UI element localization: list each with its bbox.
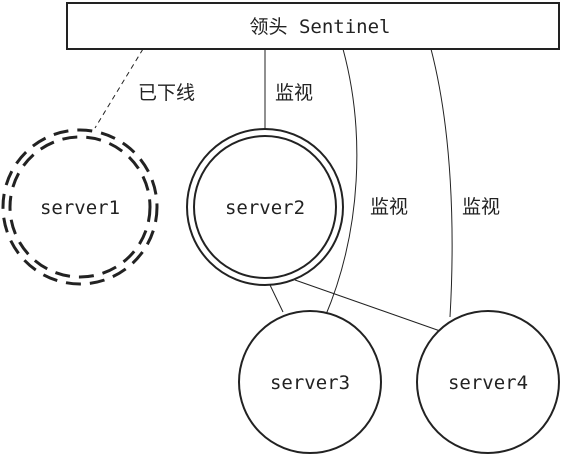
monitor-label-server4: 监视 <box>462 196 500 218</box>
monitor-label-server2: 监视 <box>275 82 313 104</box>
monitor-link-server4 <box>430 48 453 318</box>
server1-node: server1 <box>1 128 159 286</box>
monitor-link-server3 <box>324 48 358 318</box>
leader-sentinel-box: 领头 Sentinel <box>66 2 560 50</box>
server4-node: server4 <box>416 310 560 454</box>
offline-link <box>94 48 144 129</box>
server2-label: server2 <box>225 197 305 219</box>
server4-label: server4 <box>448 372 528 394</box>
server2-node: server2 <box>186 128 344 286</box>
offline-label: 已下线 <box>138 82 195 104</box>
server3-node: server3 <box>238 310 382 454</box>
leader-sentinel-label: 领头 Sentinel <box>250 16 391 38</box>
server3-label: server3 <box>270 372 350 394</box>
replication-link-server4 <box>294 279 444 333</box>
replication-link-server3 <box>269 284 284 313</box>
server1-label: server1 <box>40 197 120 219</box>
monitor-label-server3: 监视 <box>370 196 408 218</box>
